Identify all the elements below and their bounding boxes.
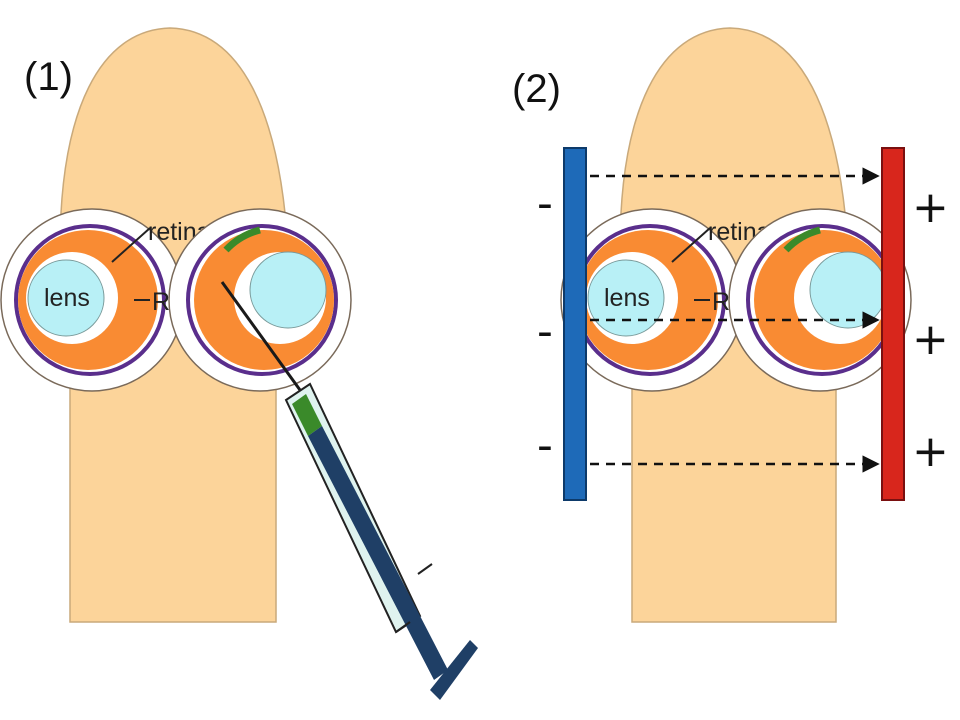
panel-1-label: (1): [24, 55, 73, 99]
syringe-dna: [292, 394, 322, 436]
panel-1: (1) lens retina RPE: [0, 27, 478, 700]
lens: [809, 251, 887, 329]
left-eye-1: [0, 208, 184, 392]
syringe-thumb-rest: [430, 640, 478, 700]
negative-sign: -: [537, 306, 553, 357]
injected-region: [783, 226, 821, 253]
cathode-electrode: [563, 147, 587, 501]
syringe-flange: [417, 563, 433, 575]
left-eye-2: [560, 208, 744, 392]
lens: [587, 259, 665, 337]
anode-electrode: [881, 147, 905, 501]
syringe-needle: [220, 281, 302, 391]
retina-pointer-1: [111, 227, 151, 263]
syringe-icon: [220, 281, 478, 700]
positive-sign: +: [912, 426, 949, 477]
panel-2: (2) lens retina RPE: [512, 27, 949, 623]
lens: [249, 251, 327, 329]
panel-2-label: (2): [512, 67, 561, 111]
lens: [27, 259, 105, 337]
positive-sign: +: [912, 182, 949, 233]
lens-label-1: lens: [44, 284, 90, 312]
positive-sign: +: [912, 314, 949, 365]
injected-region: [223, 226, 261, 253]
negative-sign: -: [537, 178, 553, 229]
retina-pointer-2: [671, 227, 711, 263]
negative-sign: -: [537, 420, 553, 471]
syringe-plunger: [308, 426, 448, 680]
right-eye-1: [168, 208, 352, 392]
lens-label-2: lens: [604, 284, 650, 312]
